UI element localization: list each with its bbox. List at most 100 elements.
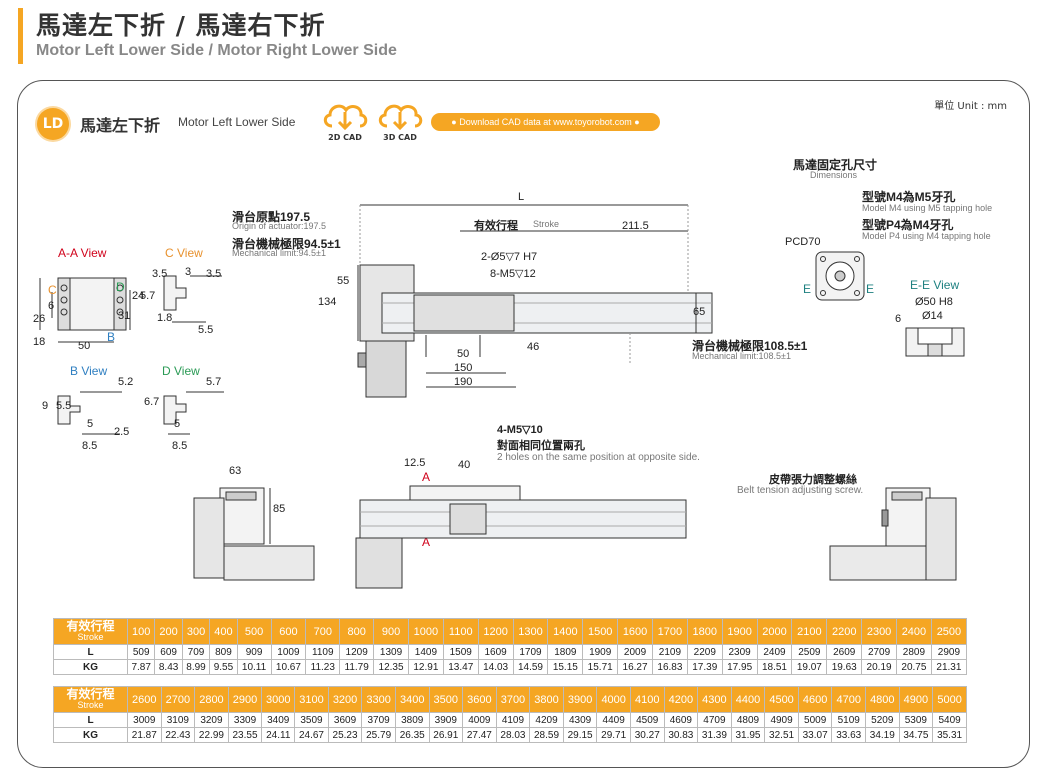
table-cell: 1409 [407,644,444,660]
dim-134: 134 [318,296,337,308]
dim-50-h8: Ø50 H8 [915,296,953,308]
table-cell: 21.87 [127,727,162,743]
table-cell: 3009 [127,712,162,728]
mech-limit-right: 滑台機械極限108.5±1 [692,339,808,353]
dim-6: 6 [895,313,902,325]
aa-section-drawing [39,277,131,343]
content-frame [17,80,1030,768]
table-cell: 17.39 [686,659,723,675]
table-cell: 4100 [629,686,665,713]
table-cell: 2800 [194,686,229,713]
cad-2d-download[interactable]: 2D CAD [320,98,370,144]
table-cell: 600 [270,618,307,645]
table-cell: 21.31 [930,659,968,675]
table-cell: 1309 [373,644,409,660]
origin-label-en: Origin of actuator:197.5 [232,221,327,231]
table-cell: 2100 [791,618,828,645]
table-cell: 4300 [697,686,732,713]
table-cell: 14.03 [477,659,514,675]
section-a-top: A [422,470,431,484]
cad-3d-download[interactable]: 3D CAD [375,98,425,144]
model-m4-note: 型號M4為M5牙孔 [862,190,956,204]
m5-hole-note-en: 2 holes on the same position at opposite… [497,452,700,463]
aa-dim-26: 26 [33,313,46,325]
mech-limit-left: 滑台機械極限94.5±1 [232,237,341,251]
row-header-KG: KG [53,727,128,743]
c-dim-3-5-top: 3.5 [206,268,222,280]
table-cell: 5309 [898,712,934,728]
table-cell: 2400 [896,618,932,645]
e-mark-right: E [866,282,875,296]
table-cell: 29.15 [562,727,598,743]
c-dim-1-8: 1.8 [157,312,173,324]
table-cell: 4200 [663,686,699,713]
cloud-download-icon [378,104,423,131]
c-dim-3-5-side: 3.5 [152,268,168,280]
table-cell: 2209 [686,644,723,660]
table-cell: 609 [154,644,183,660]
table-cell: 3100 [294,686,329,713]
main-side-drawing [357,204,713,398]
table-cell: 1600 [617,618,653,645]
table-cell: 27.47 [462,727,497,743]
table-cell: 100 [126,618,156,645]
table-cell: 5109 [831,712,867,728]
table-cell: 3909 [428,712,464,728]
table-cell: 8.43 [154,659,183,675]
table-cell: 19.07 [791,659,828,675]
table-cell: 1700 [651,618,688,645]
table-cell: 200 [154,618,183,645]
dim-150: 150 [454,362,473,374]
table-cell: 900 [373,618,409,645]
table-cell: 2409 [756,644,793,660]
table-cell: 30.83 [663,727,699,743]
b-view-drawing [57,391,122,435]
download-cad-link[interactable]: ● Download CAD data at www.toyorobot.com… [431,113,660,131]
b-dim-2-5: 2.5 [114,426,130,438]
dim-L: L [518,191,525,203]
table-cell: 25.79 [361,727,396,743]
top-view-drawing [355,485,687,589]
m5-hole-note: 對面相同位置兩孔 [497,440,585,452]
belt-screw-label-en: Belt tension adjusting screw. [737,485,864,496]
table-cell: 3309 [227,712,263,728]
table-cell: 4600 [797,686,833,713]
mech-limit-right-en: Mechanical limit:108.5±1 [692,351,791,361]
m5-hole-spec: 4-M5▽10 [497,424,543,436]
belt-screw-label: 皮帶張力調整螺絲 [769,474,857,486]
table-cell: 1909 [582,644,619,660]
stroke-label: 有效行程 [474,220,518,232]
d-view-label: D View [162,364,200,378]
table-cell: 23.55 [227,727,263,743]
table-cell: 16.83 [651,659,688,675]
table-cell: 1900 [721,618,758,645]
b-dim-8-5: 8.5 [82,440,98,452]
table-cell: 4909 [764,712,799,728]
table-cell: 5009 [797,712,833,728]
table-cell: 4509 [629,712,665,728]
motor-holes-title: 馬達固定孔尺寸 [793,158,878,172]
table-cell: 1609 [477,644,514,660]
table-cell: 2509 [791,644,828,660]
table-cell: 3000 [261,686,296,713]
table-cell: 28.59 [529,727,564,743]
table-cell: 14.59 [512,659,549,675]
table-cell: 24.11 [261,727,296,743]
table-cell: 1209 [339,644,375,660]
table-cell: 2109 [651,644,688,660]
table-cell: 24.67 [294,727,329,743]
table-cell: 3900 [562,686,598,713]
cloud-download-icon [323,104,368,131]
motor-flange-drawing [815,251,865,301]
table-cell: 3109 [160,712,196,728]
table-cell: 4000 [596,686,631,713]
table-cell: 2009 [617,644,653,660]
table-cell: 2909 [930,644,968,660]
table-cell: 1000 [407,618,444,645]
table-cell: 500 [236,618,272,645]
c-dim-3: 3 [185,266,192,278]
